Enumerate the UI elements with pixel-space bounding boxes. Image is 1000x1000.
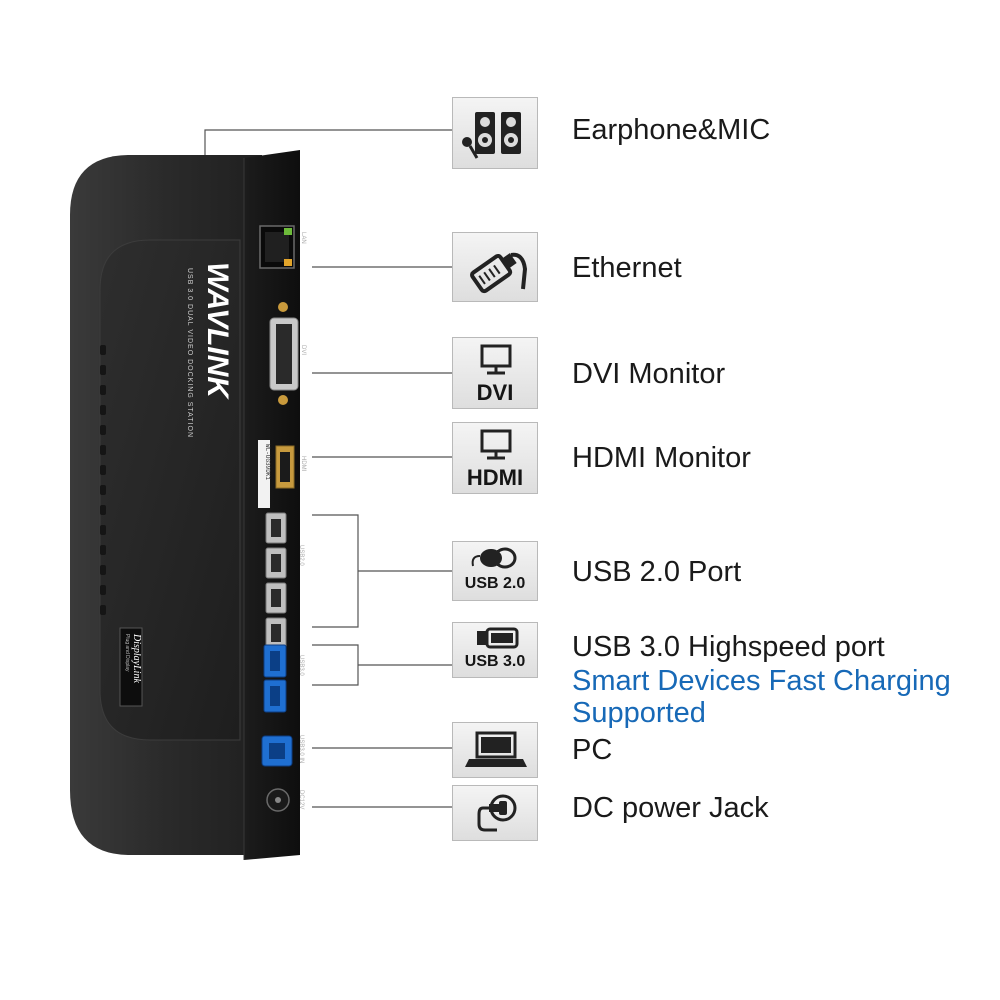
svg-text:DC12V: DC12V xyxy=(298,790,304,809)
monitor-icon: HDMI xyxy=(452,422,538,494)
feature-label-usb3: USB 3.0 Highspeed port xyxy=(572,631,885,663)
usb3-fast-charging-note: Smart Devices Fast Charging xyxy=(572,665,951,697)
dvi-badge: DVI xyxy=(476,380,514,405)
brand-logo: WAVLINK xyxy=(201,262,234,400)
connector-lines xyxy=(204,129,452,808)
usb3-ports: USB3.0 xyxy=(263,644,304,713)
vent-slots xyxy=(100,345,106,615)
dc-jack: DC12V xyxy=(266,788,304,812)
usb3-badge: USB 3.0 xyxy=(464,653,526,670)
svg-text:LAN: LAN xyxy=(300,232,306,244)
svg-text:USB3.0 IN: USB3.0 IN xyxy=(298,735,304,763)
power-plug-icon xyxy=(452,785,538,841)
dock-body xyxy=(70,155,262,855)
svg-text:HDMI: HDMI xyxy=(300,456,306,472)
mouse-icon: USB 2.0 xyxy=(452,541,538,601)
device-subtitle: USB 3.0 DUAL VIDEO DOCKING STATION xyxy=(186,268,193,438)
usb-stick-icon: USB 3.0 xyxy=(452,622,538,678)
laptop-icon xyxy=(452,722,538,778)
feature-label-usb2: USB 2.0 Port xyxy=(572,556,742,588)
hdmi-port: HDMI xyxy=(275,445,306,489)
usb3-fast-charging-note-line2: Supported xyxy=(572,697,706,729)
svg-text:WL-UG39DK1: WL-UG39DK1 xyxy=(264,444,271,480)
feature-label-earphone-mic: Earphone&MIC xyxy=(572,114,771,146)
speakers-mic-icon xyxy=(452,97,538,169)
serial-sticker: WL-UG39DK1 xyxy=(258,440,271,508)
feature-label-dc-power: DC power Jack xyxy=(572,792,769,824)
displaylink-badge: DisplayLink Plug and Display xyxy=(119,627,143,707)
feature-label-dvi-monitor: DVI Monitor xyxy=(572,358,726,390)
svg-text:DVI: DVI xyxy=(300,345,306,355)
dvi-port: DVI xyxy=(269,302,306,405)
usb3-upstream-port: USB3.0 IN xyxy=(261,735,304,767)
monitor-icon: DVI xyxy=(452,337,538,409)
lan-port: LAN xyxy=(259,225,306,269)
feature-label-ethernet: Ethernet xyxy=(572,252,682,284)
svg-text:DisplayLink: DisplayLink xyxy=(131,633,142,683)
hdmi-badge: HDMI xyxy=(466,465,524,490)
usb2-badge: USB 2.0 xyxy=(464,575,526,592)
ethernet-cable-icon xyxy=(452,232,538,302)
svg-text:Plug and Display: Plug and Display xyxy=(124,634,130,672)
feature-label-hdmi-monitor: HDMI Monitor xyxy=(572,442,751,474)
svg-text:USB3.0: USB3.0 xyxy=(298,655,304,676)
svg-text:USB2.0: USB2.0 xyxy=(298,545,304,566)
feature-label-pc: PC xyxy=(572,734,613,766)
